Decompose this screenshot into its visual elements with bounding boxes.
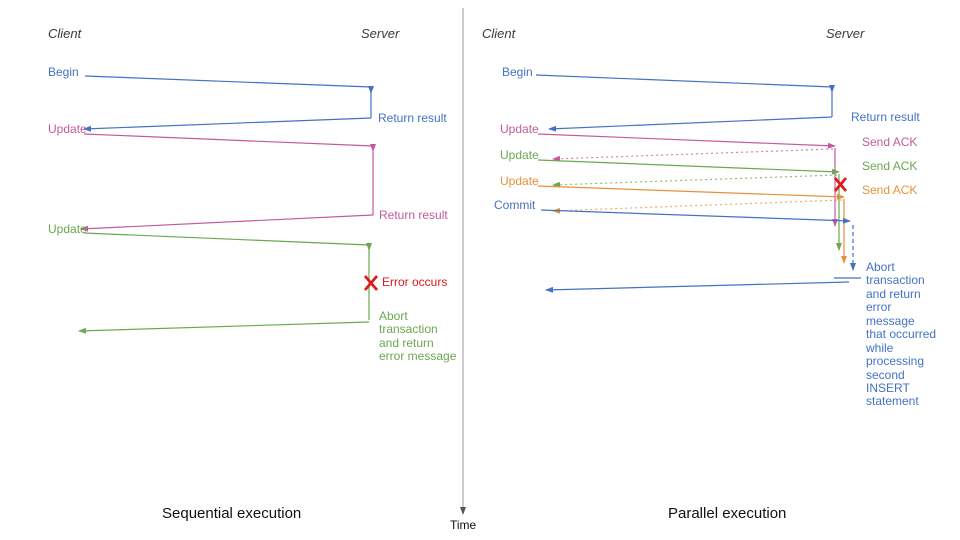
left-return-result-2-arrow — [80, 214, 374, 232]
left-return-result1-label: Return result — [378, 111, 447, 125]
right-return-result-arrow — [548, 116, 833, 132]
right-send-ack1-dotted-arrow — [552, 148, 834, 162]
right-update1-request-arrow — [537, 133, 836, 149]
right-update2-request-arrow — [537, 159, 840, 175]
left-update1-request-arrow — [83, 133, 376, 152]
right-return-result-label: Return result — [851, 110, 920, 124]
left-error-occurs-label: Error occurs — [382, 275, 448, 289]
right-commit-request-arrow — [540, 209, 851, 224]
right-error-x-icon — [833, 177, 848, 192]
right-abort-message: Abort transaction and return error messa… — [866, 260, 937, 409]
left-error-x-icon — [363, 275, 379, 291]
left-abort-message: Abort transaction and return error messa… — [379, 309, 457, 364]
left-begin-request-arrow — [84, 75, 374, 94]
right-client-header: Client — [482, 26, 516, 41]
right-begin-request-arrow — [535, 74, 835, 93]
right-abort-response-arrow — [545, 281, 850, 293]
right-update3-label: Update — [500, 174, 539, 188]
right-send-ack3-label: Send ACK — [862, 183, 918, 197]
left-abort-response-arrow — [78, 321, 370, 334]
left-update2-label: Update — [48, 222, 87, 236]
right-send-ack3-dotted-arrow — [552, 199, 843, 214]
left-return-result2-label: Return result — [379, 208, 448, 222]
right-begin-label: Begin — [502, 65, 533, 79]
left-begin-label: Begin — [48, 65, 79, 79]
right-send-ack2-label: Send ACK — [862, 159, 918, 173]
right-send-ack1-label: Send ACK — [862, 135, 918, 149]
right-send-ack2-dotted-arrow — [552, 174, 838, 188]
right-server-header: Server — [826, 26, 865, 41]
right-panel-title: Parallel execution — [668, 505, 787, 522]
right-update1-label: Update — [500, 122, 539, 136]
left-return-result-1-arrow — [83, 117, 372, 132]
left-server-header: Server — [361, 26, 400, 41]
left-update2-request-arrow — [83, 232, 372, 251]
right-commit-label: Commit — [494, 198, 536, 212]
left-update1-label: Update — [48, 122, 87, 136]
time-axis-label: Time — [450, 518, 477, 532]
left-panel-title: Sequential execution — [162, 505, 302, 522]
right-update2-label: Update — [500, 148, 539, 162]
left-client-header: Client — [48, 26, 82, 41]
right-update3-request-arrow — [537, 185, 845, 200]
